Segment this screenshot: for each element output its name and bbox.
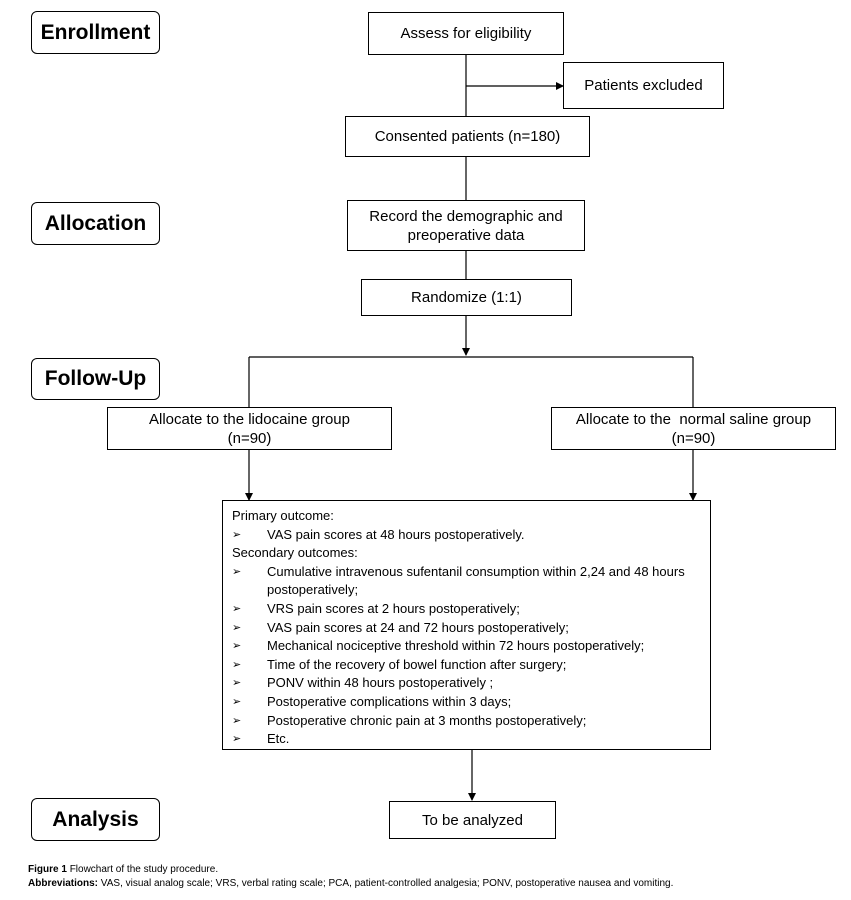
- list-item: ➢ VAS pain scores at 48 hours postoperat…: [232, 526, 702, 545]
- figure-label: Figure 1: [28, 864, 67, 875]
- secondary-outcome-item: Postoperative complications within 3 day…: [267, 693, 512, 709]
- saline-group-line2: (n=90): [671, 429, 716, 447]
- record-data-line1: Record the demographic and: [369, 207, 563, 225]
- arrow-bullet-icon: ➢: [232, 602, 242, 615]
- phase-analysis: Analysis: [31, 798, 160, 841]
- figure-caption: Figure 1 Flowchart of the study procedur…: [28, 863, 218, 876]
- randomize-box: Randomize (1:1): [361, 279, 572, 316]
- consented-patients-text: Consented patients (n=180): [374, 128, 561, 145]
- outcomes-box: Primary outcome: ➢ VAS pain scores at 48…: [222, 500, 711, 750]
- randomize-text: Randomize (1:1): [411, 289, 522, 306]
- lidocaine-group-line2: (n=90): [227, 429, 272, 447]
- record-data-box: Record the demographic and preoperative …: [347, 200, 585, 251]
- arrow-bullet-icon: ➢: [232, 658, 242, 671]
- consented-patients-box: Consented patients (n=180): [345, 116, 590, 157]
- arrow-bullet-icon: ➢: [232, 677, 242, 690]
- abbreviations-label: Abbreviations:: [28, 878, 99, 889]
- secondary-outcome-item: Mechanical nociceptive threshold within …: [267, 638, 645, 654]
- phase-enrollment: Enrollment: [31, 11, 160, 54]
- phase-allocation: Allocation: [31, 202, 160, 245]
- list-item: ➢ Time of the recovery of bowel function…: [232, 656, 702, 675]
- patients-excluded-text: Patients excluded: [584, 77, 703, 94]
- lidocaine-group-line1: Allocate to the lidocaine group: [149, 410, 350, 428]
- secondary-outcome-item: PONV within 48 hours postoperatively ;: [267, 675, 494, 691]
- secondary-outcome-item: Time of the recovery of bowel function a…: [267, 656, 567, 672]
- figure-caption-text: Flowchart of the study procedure.: [69, 864, 219, 875]
- secondary-outcome-item: VAS pain scores at 24 and 72 hours posto…: [267, 619, 569, 635]
- arrow-bullet-icon: ➢: [232, 565, 242, 578]
- abbreviations-caption: Abbreviations: VAS, visual analog scale;…: [28, 877, 673, 890]
- secondary-outcome-item: Postoperative chronic pain at 3 months p…: [267, 712, 587, 728]
- arrow-bullet-icon: ➢: [232, 640, 242, 653]
- list-item: ➢ PONV within 48 hours postoperatively ;: [232, 674, 702, 693]
- assess-eligibility-box: Assess for eligibility: [368, 12, 564, 55]
- secondary-outcome-item: Etc.: [267, 731, 290, 747]
- arrow-bullet-icon: ➢: [232, 733, 242, 746]
- secondary-outcome-item: Cumulative intravenous sufentanil consum…: [267, 563, 685, 598]
- arrow-bullet-icon: ➢: [232, 714, 242, 727]
- list-item: ➢ Mechanical nociceptive threshold withi…: [232, 637, 702, 656]
- list-item: ➢ Cumulative intravenous sufentanil cons…: [232, 563, 702, 600]
- saline-group-line1: Allocate to the normal saline group: [575, 410, 812, 428]
- to-be-analyzed-box: To be analyzed: [389, 801, 556, 839]
- secondary-outcome-item: VRS pain scores at 2 hours postoperative…: [267, 600, 520, 616]
- list-item: ➢ VAS pain scores at 24 and 72 hours pos…: [232, 619, 702, 638]
- list-item: ➢ VRS pain scores at 2 hours postoperati…: [232, 600, 702, 619]
- list-item: ➢ Postoperative chronic pain at 3 months…: [232, 712, 702, 731]
- list-item: ➢ Postoperative complications within 3 d…: [232, 693, 702, 712]
- saline-group-box: Allocate to the normal saline group (n=9…: [551, 407, 836, 450]
- arrow-bullet-icon: ➢: [232, 528, 242, 541]
- arrow-bullet-icon: ➢: [232, 695, 242, 708]
- patients-excluded-box: Patients excluded: [563, 62, 724, 109]
- arrow-bullet-icon: ➢: [232, 621, 242, 634]
- list-item: ➢ Etc.: [232, 730, 702, 749]
- secondary-outcomes-header: Secondary outcomes:: [232, 545, 358, 561]
- record-data-line2: preoperative data: [407, 226, 525, 244]
- to-be-analyzed-text: To be analyzed: [422, 811, 523, 829]
- assess-eligibility-text: Assess for eligibility: [400, 25, 532, 42]
- primary-outcome-header: Primary outcome:: [232, 508, 334, 523]
- lidocaine-group-box: Allocate to the lidocaine group (n=90): [107, 407, 392, 450]
- abbreviations-text: VAS, visual analog scale; VRS, verbal ra…: [100, 878, 674, 889]
- phase-followup: Follow-Up: [31, 358, 160, 400]
- primary-outcome-item: VAS pain scores at 48 hours postoperativ…: [267, 526, 525, 542]
